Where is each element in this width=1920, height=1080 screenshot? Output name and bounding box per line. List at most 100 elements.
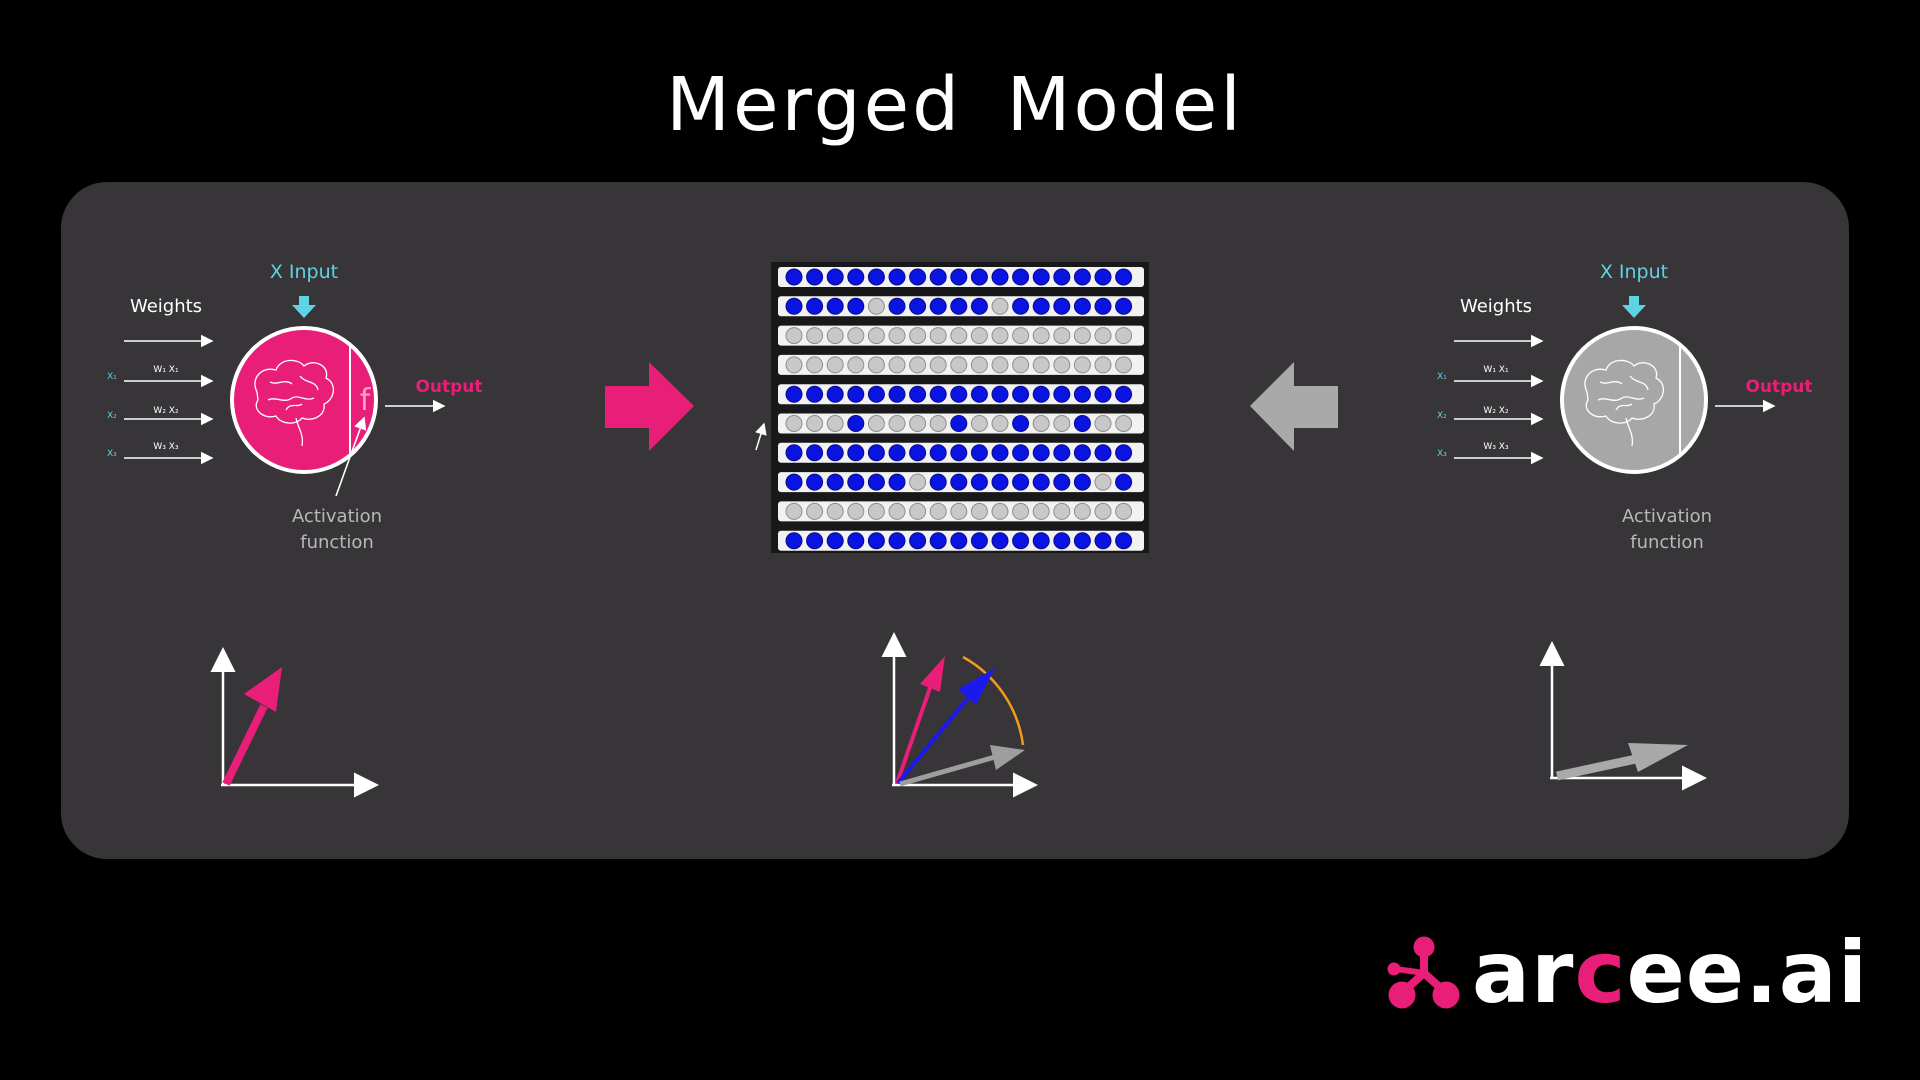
grid-dot-blue xyxy=(1115,268,1133,286)
grid-dot-blue xyxy=(1053,532,1071,550)
grid-dot-blue xyxy=(847,473,865,491)
grid-dot-grey xyxy=(950,356,968,374)
grid-dot-grey xyxy=(991,297,1009,315)
grid-dot-blue xyxy=(929,473,947,491)
activation-label: Activation xyxy=(292,506,382,527)
grid-dot-blue xyxy=(888,385,906,403)
grid-dot-blue xyxy=(1032,444,1050,462)
grid-dot-grey xyxy=(1032,502,1050,520)
grid-dot-blue xyxy=(826,532,844,550)
grid-dot-grey xyxy=(888,356,906,374)
function-symbol: f xyxy=(360,383,372,418)
grid-dot-blue xyxy=(867,385,885,403)
grid-dot-blue xyxy=(806,385,824,403)
left-output-label: Output xyxy=(415,377,482,397)
grid-dot-grey xyxy=(1094,327,1112,345)
grid-dot-grey xyxy=(950,327,968,345)
grid-dot-grey xyxy=(950,502,968,520)
grid-dot-grey xyxy=(826,415,844,432)
left-neuron: X Input Weights X₁ X₂ X₃ W₁ X₁ W₂ X₂ W₃ … xyxy=(107,261,483,553)
grid-dot-blue xyxy=(1115,297,1133,315)
grid-dot-grey xyxy=(1032,415,1050,432)
grid-dot-blue xyxy=(826,473,844,491)
right-weights-label: Weights xyxy=(1460,296,1532,317)
input-term-label: X₂ xyxy=(1437,411,1447,421)
grid-dot-blue xyxy=(1012,415,1030,432)
grid-dot-blue xyxy=(1073,297,1091,315)
grid-dot-blue xyxy=(1012,532,1030,550)
grid-dot-grey xyxy=(1094,473,1112,491)
grid-dot-blue xyxy=(970,297,988,315)
grid-dot-grey xyxy=(991,502,1009,520)
weighted-term-label: W₂ X₂ xyxy=(153,406,179,416)
grid-dot-grey xyxy=(1073,502,1091,520)
grid-dot-grey xyxy=(1115,356,1133,374)
grid-dot-grey xyxy=(909,415,927,432)
grid-dot-grey xyxy=(1053,502,1071,520)
input-term-label: X₃ xyxy=(1437,449,1447,459)
grid-dot-grey xyxy=(847,502,865,520)
merge-arrow-left xyxy=(1250,362,1338,451)
grid-dot-grey xyxy=(806,502,824,520)
left-weights-label: Weights xyxy=(130,296,202,317)
grid-dot-grey xyxy=(826,356,844,374)
grid-dot-blue xyxy=(1032,385,1050,403)
input-term-label: X₁ xyxy=(1437,372,1447,382)
grid-dot-blue xyxy=(1094,532,1112,550)
grid-dot-grey xyxy=(1094,502,1112,520)
grid-dot-blue xyxy=(888,268,906,286)
grid-dot-blue xyxy=(806,473,824,491)
grid-dot-blue xyxy=(785,473,803,491)
grid-dot-grey xyxy=(970,356,988,374)
grid-dot-blue xyxy=(909,385,927,403)
grid-dot-blue xyxy=(991,444,1009,462)
grid-dot-blue xyxy=(1115,532,1133,550)
grid-dot-grey xyxy=(1032,356,1050,374)
grid-dot-grey xyxy=(847,327,865,345)
grid-dot-blue xyxy=(867,473,885,491)
grid-dot-blue xyxy=(867,268,885,286)
grid-dot-blue xyxy=(847,532,865,550)
grid-dot-grey xyxy=(867,415,885,432)
activation-label: function xyxy=(300,532,374,553)
grid-dot-grey xyxy=(1012,356,1030,374)
merged-weight-grid xyxy=(771,262,1149,553)
grid-dot-blue xyxy=(909,268,927,286)
grid-dot-blue xyxy=(1073,385,1091,403)
grid-dot-blue xyxy=(847,297,865,315)
grid-dot-grey xyxy=(785,502,803,520)
grid-dot-blue xyxy=(1115,473,1133,491)
grid-dot-grey xyxy=(991,415,1009,432)
grid-dot-blue xyxy=(785,297,803,315)
grid-dot-blue xyxy=(785,385,803,403)
grid-dot-blue xyxy=(1012,268,1030,286)
weighted-term-label: W₂ X₂ xyxy=(1483,406,1509,416)
grid-dot-blue xyxy=(1073,268,1091,286)
molecule-logo-icon xyxy=(1387,936,1460,1009)
grid-dot-blue xyxy=(1012,297,1030,315)
weighted-term-label: W₁ X₁ xyxy=(153,365,179,375)
grid-dot-blue xyxy=(826,297,844,315)
arcee-logo: arcee.ai xyxy=(1384,928,1868,1018)
grid-dot-grey xyxy=(1094,356,1112,374)
grid-dot-blue xyxy=(1053,444,1071,462)
grid-dot-grey xyxy=(929,415,947,432)
grid-dot-blue xyxy=(970,444,988,462)
left-vector-plot xyxy=(210,647,379,798)
grey-vector xyxy=(899,745,1025,787)
grid-dot-blue xyxy=(991,473,1009,491)
weighted-term-label: W₃ X₃ xyxy=(153,442,179,452)
grid-dot-blue xyxy=(867,532,885,550)
grid-dot-blue xyxy=(909,532,927,550)
grey-vector xyxy=(1556,743,1688,781)
grid-dot-grey xyxy=(806,356,824,374)
page-title: Merged Model xyxy=(666,62,1244,148)
grid-dot-blue xyxy=(909,444,927,462)
grid-dot-blue xyxy=(1032,473,1050,491)
grid-dot-blue xyxy=(1053,268,1071,286)
grid-dot-grey xyxy=(970,327,988,345)
grid-dot-grey xyxy=(1094,415,1112,432)
grid-dot-blue xyxy=(806,268,824,286)
grid-dot-blue xyxy=(888,444,906,462)
